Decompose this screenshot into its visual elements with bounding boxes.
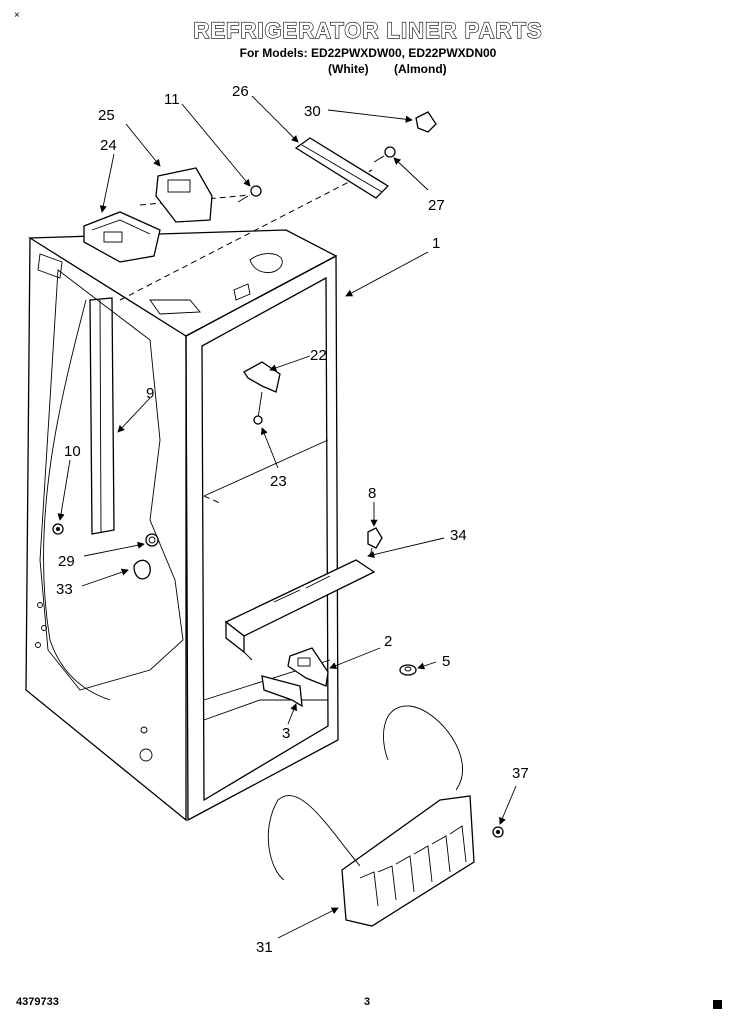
part-23-screw	[253, 391, 263, 425]
part-26-rail	[294, 137, 390, 199]
callout-37: 37	[512, 765, 529, 782]
callout-27: 27	[428, 197, 445, 214]
variant-almond-label: (Almond)	[394, 62, 447, 76]
part-5-nut	[399, 664, 417, 676]
liner-cabinet	[25, 169, 373, 822]
part-33-fitting	[133, 559, 151, 580]
page-title: REFRIGERATOR LINER PARTS	[193, 17, 543, 43]
callout-8: 8	[368, 485, 376, 502]
callout-3: 3	[282, 725, 290, 742]
callout-33: 33	[56, 581, 73, 598]
model-list: For Models: ED22PWXDW00, ED22PWXDN00	[239, 46, 497, 60]
callout-1: 1	[432, 235, 440, 252]
variant-white-label: (White)	[328, 62, 369, 76]
callout-10: 10	[64, 443, 81, 460]
part-27-screw	[373, 146, 396, 163]
callout-25: 25	[98, 107, 115, 124]
part-11-screw	[237, 185, 262, 203]
callout-9: 9	[146, 385, 154, 402]
callout-24: 24	[100, 137, 117, 154]
part-3-bracket	[261, 675, 303, 708]
corner-mark: ×	[14, 10, 20, 21]
callout-34: 34	[450, 527, 467, 544]
callout-5: 5	[442, 653, 450, 670]
callout-22: 22	[310, 347, 327, 364]
part-29-fitting	[145, 533, 159, 547]
part-8-clip	[367, 527, 383, 557]
part-25-bracket	[155, 167, 213, 223]
callout-26: 26	[232, 83, 249, 100]
part-10-screw	[52, 523, 64, 535]
document-number: 4379733	[16, 996, 59, 1008]
callout-30: 30	[304, 103, 321, 120]
callout-31: 31	[256, 939, 273, 956]
part-24-housing	[83, 211, 161, 263]
registration-mark	[713, 1000, 722, 1009]
page-number: 3	[364, 996, 371, 1008]
part-34-shelf	[224, 559, 376, 661]
callout-23: 23	[270, 473, 287, 490]
part-31-heater	[267, 705, 475, 927]
part-37-screw	[492, 826, 504, 838]
part-22-bracket	[243, 361, 281, 393]
callout-11: 11	[164, 91, 180, 108]
callout-29: 29	[58, 553, 75, 570]
callout-2: 2	[384, 633, 392, 650]
part-30-clip	[415, 111, 437, 133]
callout-numbers: 25 24 11 26 30 27 1 22 23 9 10 29 33 8 3…	[56, 83, 529, 956]
part-2-bracket	[287, 647, 329, 687]
color-variants: (White) (Almond)	[328, 62, 469, 76]
leader-lines	[57, 95, 517, 939]
